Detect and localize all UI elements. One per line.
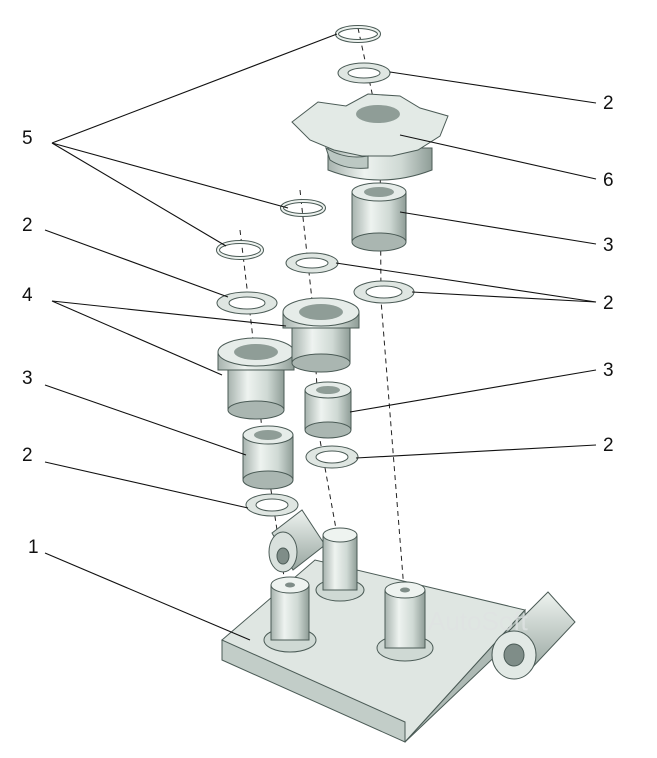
stud-right xyxy=(376,581,434,662)
bushing-right-top xyxy=(351,182,407,252)
label-3-right: 3 xyxy=(603,360,614,381)
label-3-top: 3 xyxy=(603,235,614,256)
circlip-left xyxy=(216,240,264,260)
watermark-text: AutoSoft xyxy=(428,606,529,636)
circlip-middle xyxy=(280,199,326,217)
label-2-right-low: 2 xyxy=(603,435,614,456)
stud-middle xyxy=(315,527,365,602)
label-1: 1 xyxy=(28,537,39,558)
label-4: 4 xyxy=(22,285,33,306)
washer-middle-low xyxy=(305,445,359,469)
bushing-left-low xyxy=(242,425,294,490)
flanged-bushing-middle xyxy=(282,297,360,373)
hinge-knuckle-back xyxy=(268,509,326,573)
washer-right xyxy=(353,280,415,304)
washer-left-low xyxy=(245,493,299,517)
washer-top xyxy=(337,62,391,84)
leader-lines xyxy=(44,33,597,641)
base-plate xyxy=(221,559,526,743)
hinge-knuckle-front xyxy=(491,591,576,680)
label-5: 5 xyxy=(22,128,33,149)
stud-left xyxy=(263,576,317,653)
label-2-top: 2 xyxy=(603,93,614,114)
sprocket xyxy=(291,93,449,181)
label-3-left: 3 xyxy=(22,368,33,389)
washer-middle-top xyxy=(285,252,339,274)
flanged-bushing-left xyxy=(217,337,295,420)
label-2-left-low: 2 xyxy=(22,445,33,466)
label-2-right-mid: 2 xyxy=(603,293,614,314)
washer-left-top xyxy=(216,291,278,315)
label-2-left-top: 2 xyxy=(22,215,33,236)
label-6: 6 xyxy=(603,170,614,191)
callout-labels: 5 2 6 3 2 2 4 3 3 2 2 1 xyxy=(22,93,614,558)
bushing-middle xyxy=(304,381,352,439)
